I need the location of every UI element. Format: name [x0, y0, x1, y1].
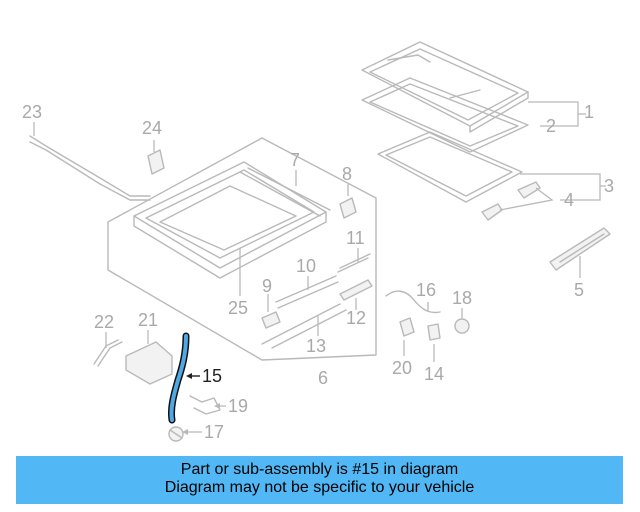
callout-10: 10 — [296, 256, 316, 276]
hose-fittings — [399, 317, 470, 341]
callout-1: 1 — [584, 102, 594, 122]
deflector-24 — [147, 149, 165, 175]
callout-4: 4 — [564, 190, 574, 210]
callout-16: 16 — [416, 280, 436, 300]
callout-25: 25 — [228, 298, 248, 318]
motor-21 — [125, 341, 173, 385]
hose-15-highlighted[interactable] — [168, 332, 190, 424]
hose-22 — [93, 339, 123, 367]
callout-11: 11 — [346, 228, 365, 248]
sunroof-glass — [361, 41, 529, 133]
info-banner: Part or sub-assembly is #15 in diagram D… — [16, 456, 623, 504]
callout-15: 15 — [202, 366, 222, 386]
rail-23 — [29, 135, 151, 201]
banner-line-1: Part or sub-assembly is #15 in diagram — [180, 461, 459, 478]
callout-20: 20 — [392, 358, 412, 378]
callout-17: 17 — [204, 422, 224, 442]
sunshade-panel — [377, 131, 523, 203]
callout-24: 24 — [142, 118, 162, 138]
callout-19: 19 — [228, 396, 248, 416]
callout-14: 14 — [424, 364, 444, 384]
banner-line-2: Diagram may not be specific to your vehi… — [164, 479, 475, 496]
parts-diagram: 1 2 3 4 5 6 7 8 9 10 11 12 13 14 15 16 1… — [22, 41, 614, 442]
connector-17 — [168, 426, 184, 442]
drain-hose-16 — [385, 290, 441, 314]
guide-rail — [549, 227, 611, 271]
callout-12: 12 — [346, 308, 366, 328]
callout-9: 9 — [262, 276, 272, 296]
callout-22: 22 — [94, 312, 114, 332]
callout-23: 23 — [22, 102, 42, 122]
clamp-19 — [189, 395, 221, 415]
small-parts — [261, 197, 373, 349]
callout-labels: 1 2 3 4 5 6 7 8 9 10 11 12 13 14 15 16 1… — [22, 102, 614, 442]
callout-21: 21 — [138, 310, 158, 330]
callout-8: 8 — [342, 164, 352, 184]
callout-7: 7 — [290, 150, 300, 170]
callout-5: 5 — [574, 280, 584, 300]
callout-13: 13 — [306, 336, 326, 356]
callout-2: 2 — [546, 116, 556, 136]
callout-3: 3 — [604, 176, 614, 196]
leader-lines — [33, 101, 606, 435]
frame-assembly-box — [107, 137, 377, 361]
glass-frame — [361, 77, 529, 153]
sunroof-frame — [133, 161, 331, 279]
callout-18: 18 — [452, 288, 472, 308]
callout-6: 6 — [318, 368, 328, 388]
sunshade-clips — [481, 181, 541, 221]
